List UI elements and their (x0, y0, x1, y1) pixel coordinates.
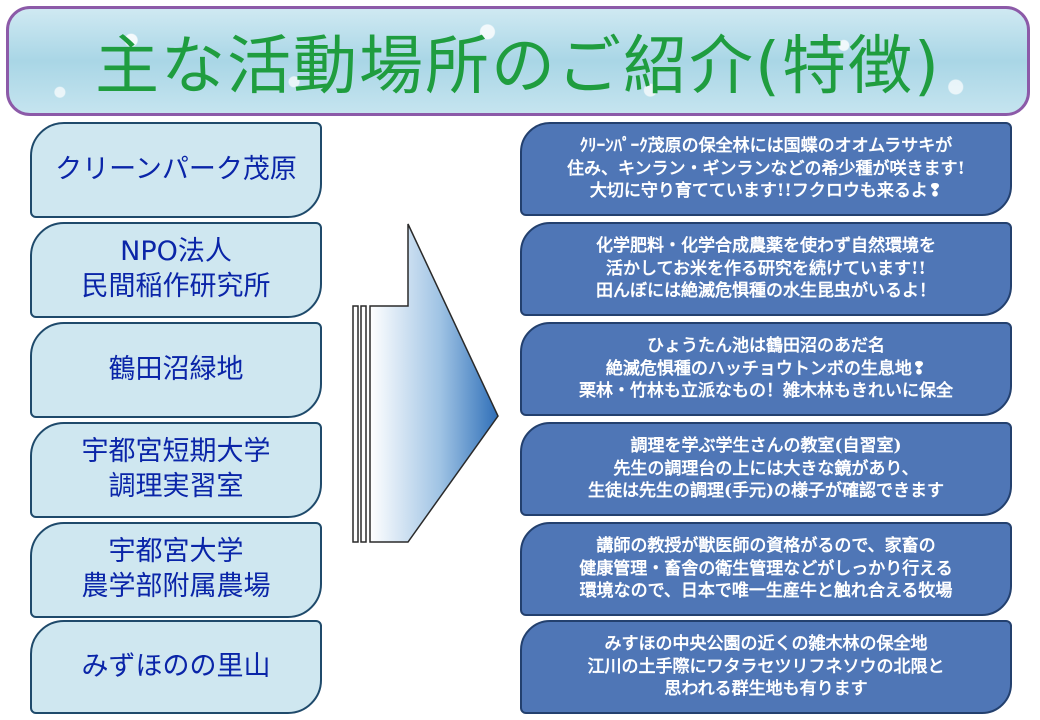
place-box-4: 宇都宮短期大学 調理実習室 (30, 422, 322, 518)
place-box-1: クリーンパーク茂原 (30, 122, 322, 218)
title-banner: 主な活動場所のご紹介(特徴) (6, 6, 1030, 116)
description-box-3: ひょうたん池は鶴田沼のあだ名 絶滅危惧種のハッチョウトンボの生息地❢ 栗林・竹林… (520, 322, 1012, 416)
description-text: 化学肥料・化学合成農薬を使わず自然環境を 活かしてお米を作る研究を続けています!… (596, 235, 936, 302)
place-box-3: 鶴田沼緑地 (30, 322, 322, 418)
place-name: 宇都宮短期大学 調理実習室 (81, 436, 271, 502)
description-text: 調理を学ぶ学生さんの教室(自習室) 先生の調理台の上には大きな鏡があり、 生徒は… (587, 435, 945, 502)
description-text: ｸﾘｰﾝﾊﾟｰｸ茂原の保全林には国蝶のオオムラサキが 住み、キンラン・ギンランな… (567, 135, 965, 202)
description-box-1: ｸﾘｰﾝﾊﾟｰｸ茂原の保全林には国蝶のオオムラサキが 住み、キンラン・ギンランな… (520, 122, 1012, 216)
description-text: 講師の教授が獣医師の資格がるので、家畜の 健康管理・畜舎の衛生管理などがしっかり… (579, 535, 953, 602)
place-box-2: NPO法人 民間稲作研究所 (30, 222, 322, 318)
page-title: 主な活動場所のご紹介(特徴) (95, 30, 941, 104)
place-name: NPO法人 民間稲作研究所 (81, 236, 271, 302)
description-box-4: 調理を学ぶ学生さんの教室(自習室) 先生の調理台の上には大きな鏡があり、 生徒は… (520, 422, 1012, 516)
place-name: 宇都宮大学 農学部附属農場 (81, 536, 271, 602)
place-name: 鶴田沼緑地 (108, 353, 244, 385)
description-text: ひょうたん池は鶴田沼のあだ名 絶滅危惧種のハッチョウトンボの生息地❢ 栗林・竹林… (579, 335, 953, 402)
place-box-6: みずほのの里山 (30, 620, 322, 714)
description-box-6: みすほの中央公園の近くの雑木林の保全地 江川の土手際にワタラセツリフネソウの北限… (520, 620, 1012, 714)
description-text: みすほの中央公園の近くの雑木林の保全地 江川の土手際にワタラセツリフネソウの北限… (587, 633, 945, 700)
place-box-5: 宇都宮大学 農学部附属農場 (30, 522, 322, 618)
right-arrow-icon (352, 223, 499, 543)
description-box-5: 講師の教授が獣医師の資格がるので、家畜の 健康管理・畜舎の衛生管理などがしっかり… (520, 522, 1012, 616)
place-name: みずほのの里山 (81, 650, 271, 682)
place-name: クリーンパーク茂原 (55, 153, 297, 185)
description-box-2: 化学肥料・化学合成農薬を使わず自然環境を 活かしてお米を作る研究を続けています!… (520, 222, 1012, 316)
